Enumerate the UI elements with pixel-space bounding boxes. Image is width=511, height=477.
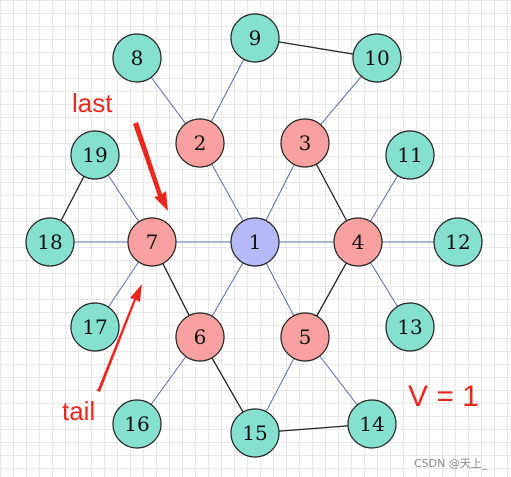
- node-1: 1: [230, 217, 280, 267]
- node-label: 13: [397, 315, 422, 339]
- node-14: 14: [347, 399, 397, 449]
- node-circle: [433, 217, 483, 267]
- node-15: 15: [230, 408, 280, 458]
- node-3: 3: [280, 118, 330, 168]
- node-6: 6: [175, 312, 225, 362]
- tail-arrow: [96, 284, 142, 392]
- node-label: 17: [82, 315, 107, 339]
- node-label: 15: [242, 421, 267, 445]
- node-circle: [352, 33, 402, 83]
- node-circle: [280, 118, 330, 168]
- node-circle: [70, 130, 120, 180]
- node-label: 5: [299, 325, 312, 349]
- node-circle: [112, 33, 162, 83]
- node-7: 7: [127, 217, 177, 267]
- node-4: 4: [333, 217, 383, 267]
- node-17: 17: [70, 302, 120, 352]
- node-label: 12: [445, 230, 470, 254]
- v-equals-label: V = 1: [408, 380, 479, 413]
- node-label: 7: [146, 230, 159, 254]
- node-circle: [385, 130, 435, 180]
- node-label: 19: [82, 143, 107, 167]
- node-label: 1: [249, 230, 262, 254]
- node-label: 3: [299, 131, 312, 155]
- node-13: 13: [385, 302, 435, 352]
- node-16: 16: [112, 399, 162, 449]
- node-circle: [70, 302, 120, 352]
- node-label: 18: [37, 230, 62, 254]
- node-19: 19: [70, 130, 120, 180]
- node-8: 8: [112, 33, 162, 83]
- node-circle: [230, 217, 280, 267]
- watermark: CSDN @天上_: [414, 457, 488, 470]
- node-circle: [127, 217, 177, 267]
- node-circle: [175, 118, 225, 168]
- node-label: 8: [131, 46, 144, 70]
- node-circle: [112, 399, 162, 449]
- node-5: 5: [280, 312, 330, 362]
- node-9: 9: [230, 13, 280, 63]
- node-12: 12: [433, 217, 483, 267]
- node-10: 10: [352, 33, 402, 83]
- node-label: 16: [124, 412, 149, 436]
- node-label: 4: [352, 230, 365, 254]
- node-label: 6: [194, 325, 207, 349]
- node-11: 11: [385, 130, 435, 180]
- tail-label: tail: [62, 396, 95, 426]
- node-18: 18: [25, 217, 75, 267]
- node-label: 2: [194, 131, 207, 155]
- last-arrow: [133, 122, 168, 211]
- node-circle: [280, 312, 330, 362]
- node-label: 10: [364, 46, 389, 70]
- node-circle: [230, 13, 280, 63]
- node-label: 11: [397, 143, 422, 167]
- node-circle: [385, 302, 435, 352]
- node-circle: [230, 408, 280, 458]
- node-circle: [25, 217, 75, 267]
- node-2: 2: [175, 118, 225, 168]
- node-circle: [175, 312, 225, 362]
- last-label: last: [72, 88, 113, 118]
- node-label: 14: [359, 412, 384, 436]
- node-circle: [333, 217, 383, 267]
- node-label: 9: [249, 26, 262, 50]
- node-circle: [347, 399, 397, 449]
